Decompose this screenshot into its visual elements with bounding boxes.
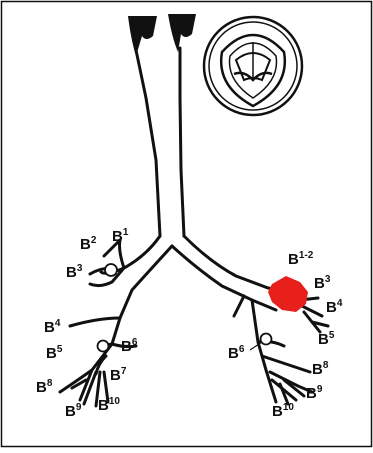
label-left-b8: B8 bbox=[312, 360, 329, 378]
label-right-b8: B8 bbox=[36, 378, 53, 396]
label-right-b3: B3 bbox=[66, 263, 83, 281]
figure-border bbox=[2, 2, 372, 447]
label-right-b9: B9 bbox=[65, 402, 82, 420]
scope-tip-circle-b6-right bbox=[98, 341, 109, 352]
label-left-b10: B10 bbox=[272, 402, 294, 420]
label-right-b4: B4 bbox=[44, 318, 61, 336]
label-right-b10: B10 bbox=[98, 396, 120, 414]
label-right-b7: B7 bbox=[110, 366, 127, 384]
bronchoscope-view-icon bbox=[204, 17, 302, 115]
label-left-b1-2: B1-2 bbox=[288, 250, 314, 268]
label-left-b3: B3 bbox=[314, 274, 331, 292]
scope-tip-circle-b6-left bbox=[261, 334, 272, 345]
trachea-cut-ends bbox=[128, 14, 196, 56]
lesion-marker bbox=[268, 276, 308, 312]
label-right-b6: B6 bbox=[121, 337, 138, 355]
label-right-b2: B2 bbox=[80, 235, 97, 253]
label-right-b1: B1 bbox=[112, 227, 129, 245]
label-right-b5: B5 bbox=[46, 344, 63, 362]
label-left-b9: B9 bbox=[306, 384, 323, 402]
label-left-b4: B4 bbox=[326, 298, 343, 316]
scope-tip-circle-b3 bbox=[105, 264, 117, 276]
label-left-b5: B5 bbox=[318, 330, 335, 348]
label-left-b6: B6 bbox=[228, 344, 245, 362]
